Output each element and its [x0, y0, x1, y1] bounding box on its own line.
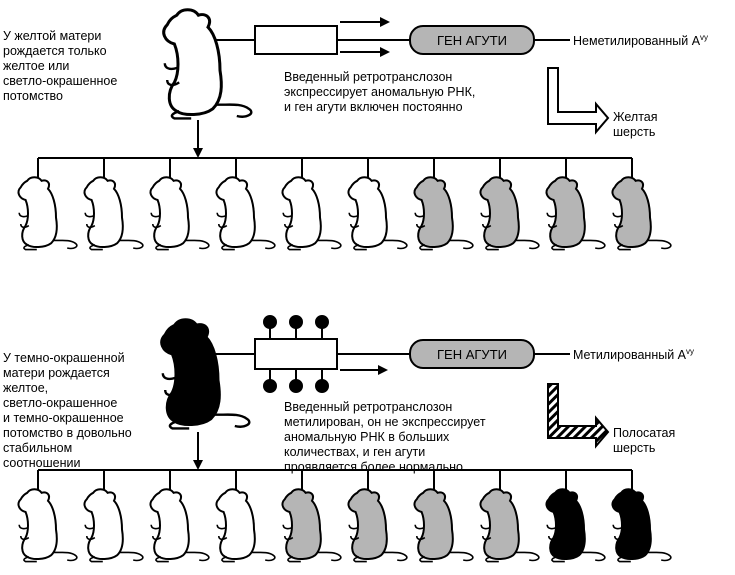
- top-insert-note: Введенный ретротранслозон экспрессирует …: [284, 70, 479, 114]
- down-arrow-icon: [193, 148, 203, 158]
- offspring-mouse-white: [347, 176, 408, 251]
- offspring-mouse-grey: [347, 488, 408, 563]
- offspring-mouse-grey: [479, 176, 540, 251]
- retrotransposon-box-methylated: [254, 338, 338, 370]
- agouti-gene-label: ГЕН АГУТИ: [437, 33, 507, 48]
- methyl-group-icons: [263, 315, 329, 393]
- offspring-mouse-grey: [413, 488, 474, 563]
- down-arrow-icon: [193, 460, 203, 470]
- offspring-mouse-white: [215, 176, 276, 251]
- bottom-insert-note: Введенный ретротранслозон метилирован, о…: [284, 400, 489, 474]
- top-caption: У желтой матери рождается только желтое …: [3, 29, 121, 103]
- agouti-gene-box: [409, 25, 535, 55]
- bent-arrow-icon: [547, 67, 610, 135]
- agouti-gene-label-bottom: ГЕН АГУТИ: [437, 347, 507, 362]
- arrow-icon: [378, 365, 388, 375]
- offspring-mouse-white: [17, 176, 78, 251]
- bottom-caption: У темно-окрашенной матери рождается желт…: [3, 351, 135, 470]
- agouti-gene-box-bottom: [409, 339, 535, 369]
- offspring-mouse-grey: [479, 488, 540, 563]
- striped-bent-arrow-icon: [547, 383, 610, 449]
- mother-mouse-white: [162, 8, 253, 120]
- offspring-mouse-grey: [545, 176, 606, 251]
- arrow-icon: [380, 47, 390, 57]
- offspring-mouse-white: [83, 176, 144, 251]
- offspring-mouse-grey: [413, 176, 474, 251]
- offspring-mouse-white: [215, 488, 276, 563]
- allele-label-unmethylated: Неметилированный Avy: [573, 33, 708, 48]
- allele-label-methylated: Метилированный Avy: [573, 347, 694, 362]
- offspring-row-top: [17, 158, 672, 251]
- coat-label-striped: Полосатая шерсть: [613, 426, 679, 455]
- offspring-mouse-black: [611, 488, 672, 563]
- offspring-mouse-grey: [281, 488, 342, 563]
- arrow-icon: [380, 17, 390, 27]
- offspring-mouse-grey: [611, 176, 672, 251]
- offspring-mouse-white: [149, 176, 210, 251]
- offspring-mouse-white: [149, 488, 210, 563]
- mother-mouse-black: [160, 318, 251, 430]
- retrotransposon-box: [254, 25, 338, 55]
- offspring-mouse-black: [545, 488, 606, 563]
- offspring-mouse-white: [17, 488, 78, 563]
- offspring-row-bottom: [17, 470, 672, 563]
- coat-label-yellow: Желтая шерсть: [613, 110, 661, 139]
- offspring-mouse-white: [83, 488, 144, 563]
- panel-bottom: У темно-окрашенной матери рождается желт…: [3, 315, 694, 563]
- offspring-mouse-white: [281, 176, 342, 251]
- panel-top: У желтой матери рождается только желтое …: [3, 8, 708, 251]
